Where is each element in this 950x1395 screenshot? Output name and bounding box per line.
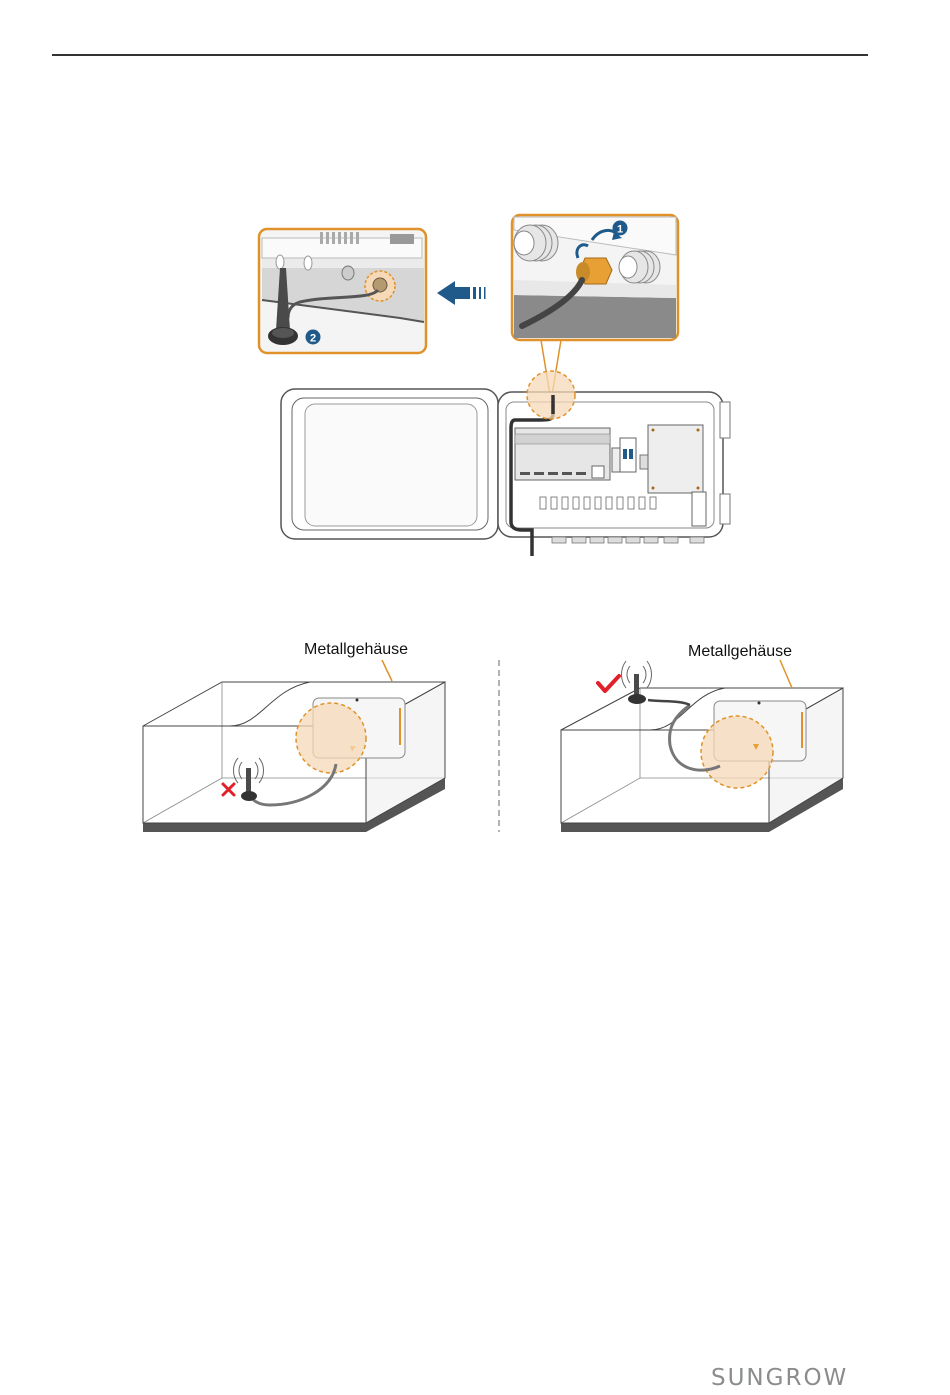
wrong-placement-scene xyxy=(143,660,445,832)
enclosure-label-right: Metallgehäuse xyxy=(688,643,792,661)
metal-enclosure-comparison xyxy=(0,0,950,900)
cross-icon xyxy=(223,784,234,795)
enclosure-label-left: Metallgehäuse xyxy=(304,641,408,659)
brand-logo: SUNGROW xyxy=(711,1365,848,1391)
checkmark-icon xyxy=(598,676,619,691)
correct-placement-scene xyxy=(561,660,843,832)
